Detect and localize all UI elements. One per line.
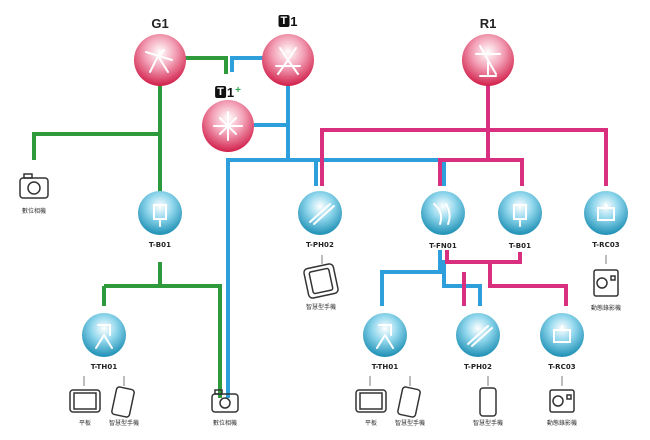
smartphone-icon [479, 387, 497, 417]
device-stems [83, 255, 607, 386]
rc03-bottom-label: T-RC03 [548, 363, 576, 371]
ski-tripod-mount-icon [145, 49, 173, 73]
t1-number: 1 [290, 14, 298, 29]
fn01-label: T-FN01 [429, 242, 457, 250]
rod-clamp-icon [475, 45, 501, 77]
adapter-head-icon [95, 203, 615, 349]
blue-connectors [226, 56, 482, 398]
rc03-top-circle [584, 191, 628, 235]
ph02-top-label: T-PH02 [306, 241, 334, 249]
smartphone-icon [111, 386, 135, 418]
magenta-connectors [320, 84, 608, 306]
action-camera-icon [549, 389, 575, 413]
tablet-icon [355, 389, 387, 413]
fn01-circle [421, 191, 465, 235]
b01-right-label: T-B01 [508, 242, 532, 250]
smartphone-icon [397, 386, 421, 418]
t1plus-label: T 1 + [215, 86, 241, 99]
t1plus-number: 1 [226, 85, 235, 100]
g1-label: G1 [151, 16, 169, 31]
tripod-clamp-icon [275, 47, 301, 75]
r1-label: R1 [479, 16, 497, 31]
camera-icon [19, 173, 49, 199]
rc03-bottom-circle [540, 313, 584, 357]
smartphone-bottom-label: 智慧型手機 [472, 420, 504, 427]
action-cam-top-label: 動態錄影機 [590, 305, 622, 312]
rc03-top-label: T-RC03 [592, 241, 620, 249]
t1plus-sup: + [235, 85, 241, 96]
tablet-icon [69, 389, 101, 413]
action-cam-bottom-label: 動態錄影機 [546, 420, 578, 427]
smartphone-right-label: 智慧型手機 [394, 420, 426, 427]
smartphone-mid-label: 智慧型手機 [305, 304, 337, 311]
t1-prefix: T [278, 15, 290, 27]
smartphone-icon [303, 263, 339, 299]
tablet-right-label: 平板 [364, 420, 378, 427]
suction-clamp-icon [213, 111, 243, 141]
camera-icon [211, 389, 239, 413]
tablet-left-label: 平板 [78, 420, 92, 427]
adapter-circles [82, 191, 628, 357]
camera-top-label: 數位相機 [21, 208, 47, 215]
th01-left-label: T-TH01 [90, 363, 118, 371]
action-camera-icon [593, 269, 619, 297]
ph02-bottom-label: T-PH02 [464, 363, 492, 371]
smartphone-left-label: 智慧型手機 [108, 420, 140, 427]
t1-label: T 1 [278, 14, 298, 29]
t1plus-prefix: T [215, 86, 226, 98]
camera-bottom-label: 數位相機 [212, 420, 238, 427]
th01-right-label: T-TH01 [371, 363, 399, 371]
green-connectors [32, 56, 228, 398]
b01-left-label: T-B01 [148, 241, 172, 249]
b01-right-circle [498, 191, 542, 235]
b01-left-circle [138, 191, 182, 235]
